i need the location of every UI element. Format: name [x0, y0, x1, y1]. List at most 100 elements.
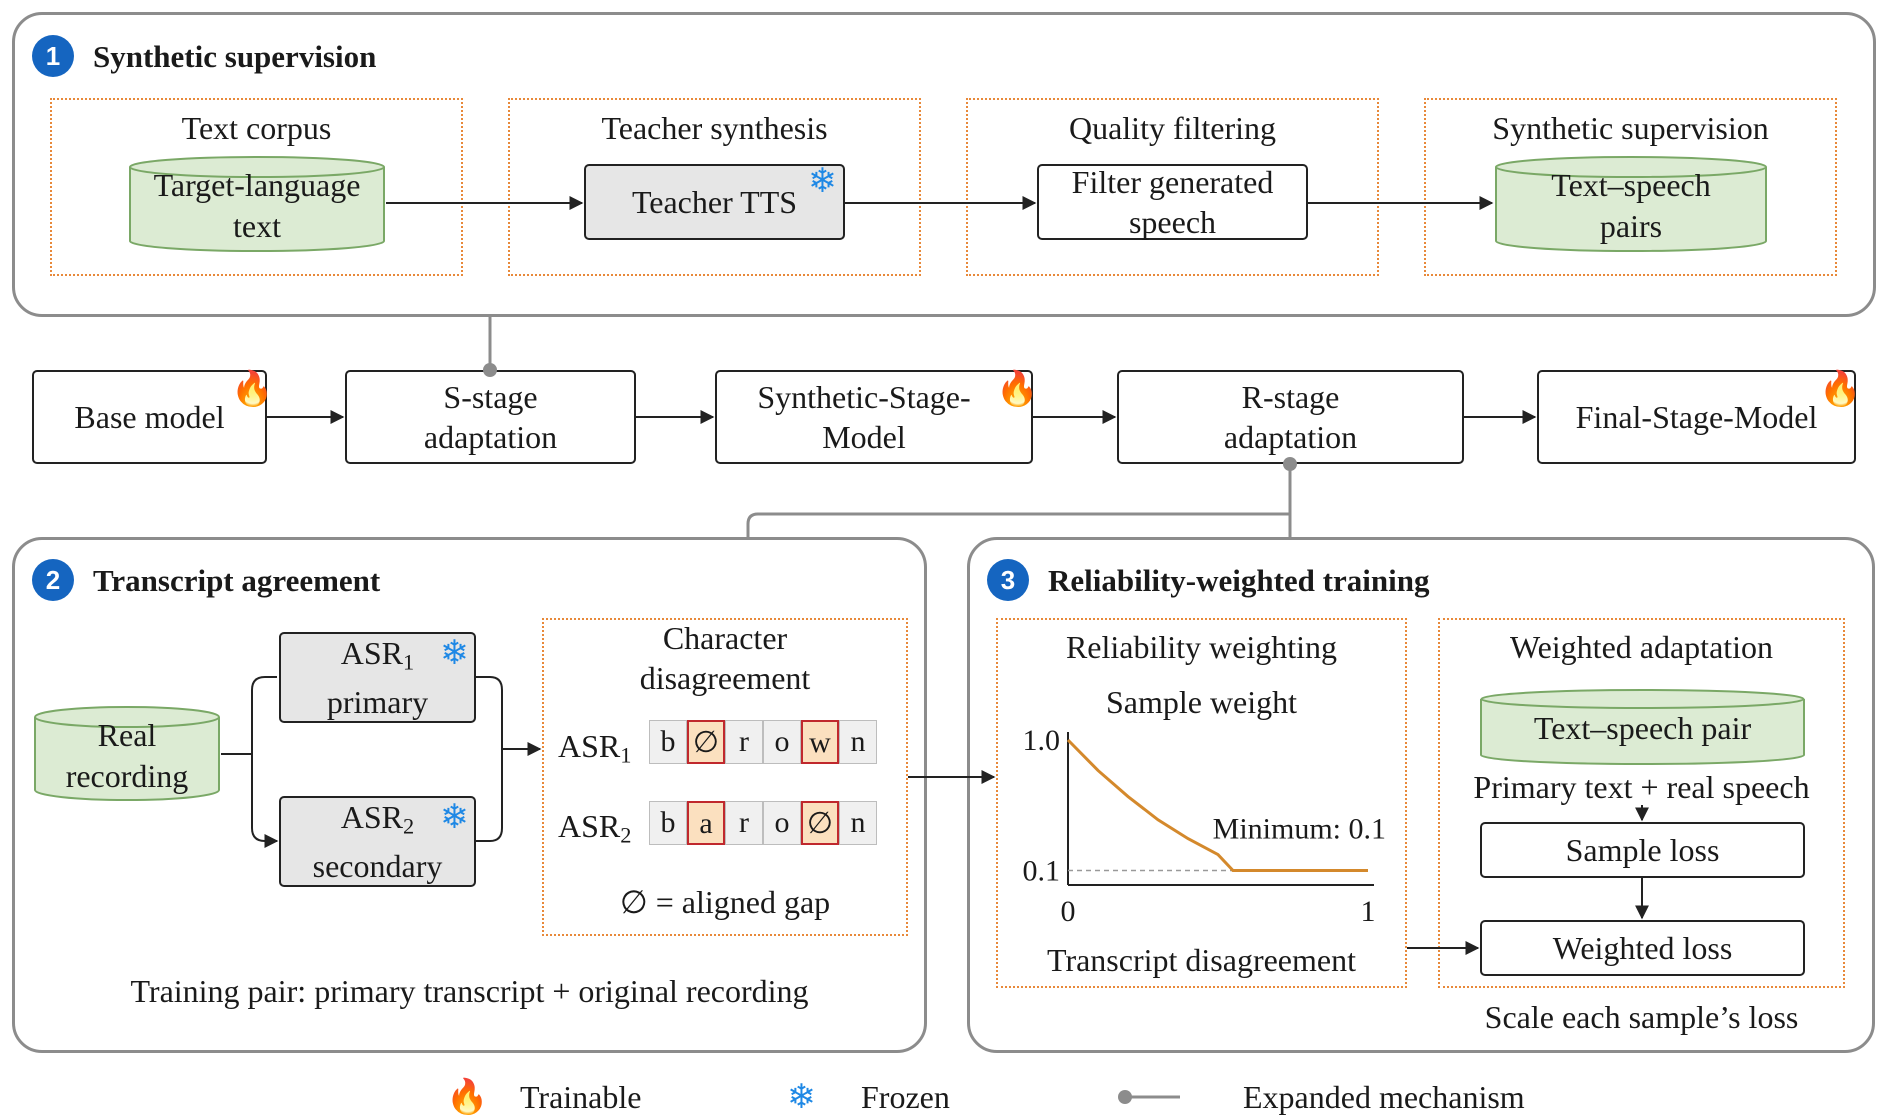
x-tick-label: 1	[1361, 895, 1376, 925]
s-stage-line1: S-stage	[443, 379, 538, 415]
text-speech-pair-cylinder: Text–speech pair	[1479, 688, 1806, 766]
final-stage-model-box: Final-Stage-Model	[1537, 370, 1856, 464]
r-stage-adaptation-box: R-stage adaptation	[1117, 370, 1464, 464]
subpanel-text-corpus	[50, 98, 463, 276]
expand-dot-r-stage	[1283, 457, 1297, 471]
synthetic-model-line2: Model	[822, 419, 906, 455]
synthetic-model-line1: Synthetic-Stage-	[757, 379, 971, 415]
text-speech-pair-label: Text–speech pair	[1533, 710, 1752, 746]
real-recording-cylinder: Real recording	[33, 705, 221, 802]
filter-generated-speech-box: Filter generated speech	[1037, 164, 1308, 240]
fire-icon: 🔥	[1819, 369, 1862, 409]
panel-2-title: Transcript agreement	[93, 563, 381, 598]
subpanel-character-disagreement	[542, 618, 908, 936]
asr2-char-cell: ∅	[801, 801, 839, 845]
asr1-merge	[476, 676, 503, 842]
text-speech-pairs-cylinder: Text–speech pairs	[1494, 155, 1768, 253]
teacher-tts-box: Teacher TTS	[584, 164, 845, 240]
r-stage-line1: R-stage	[1241, 379, 1340, 415]
asr2-label: ASR2	[340, 798, 415, 839]
sample-loss-box: Sample loss	[1480, 822, 1805, 878]
asr1-char-cell: b	[649, 720, 687, 764]
target-language-line2: text	[233, 208, 281, 244]
transcript-disagreement-xlabel: Transcript disagreement	[1047, 942, 1356, 978]
asr1-role: primary	[326, 684, 429, 721]
sample-weight-chart: 1.0 0.10 1 Minimum: 0.1	[1023, 724, 1387, 925]
synthetic-supervision-heading: Synthetic supervision	[1492, 110, 1769, 146]
filter-line2: speech	[1128, 204, 1217, 240]
synthetic-stage-model-box: Synthetic-Stage- Model	[715, 370, 1033, 464]
snowflake-icon: ❄	[787, 1077, 816, 1117]
fire-icon: 🔥	[231, 369, 274, 409]
r-stage-line2: adaptation	[1223, 419, 1358, 455]
row1-label: ASR1	[558, 728, 632, 768]
primary-text-real-speech: Primary text + real speech	[1473, 769, 1810, 805]
snowflake-icon: ❄	[440, 797, 469, 837]
subpanel-reliability-weighting	[996, 618, 1407, 988]
real-recording-line1: Real	[97, 717, 157, 753]
s-stage-line2: adaptation	[423, 419, 558, 455]
real-recording-line2: recording	[65, 758, 189, 794]
legend-expanded-icon	[1118, 1090, 1180, 1104]
asr1-char-cell: o	[763, 720, 801, 764]
base-model-box: Base model	[32, 370, 267, 464]
char-disagreement-heading-line1: Character	[662, 620, 788, 656]
target-language-line1: Target-language	[153, 167, 361, 203]
asr1-char-cell: r	[725, 720, 763, 764]
step-number-1: 1	[32, 35, 74, 77]
weight-curve	[1066, 738, 1368, 872]
asr1-char-cell: ∅	[687, 720, 725, 764]
fire-icon: 🔥	[996, 369, 1039, 409]
step-number-3: 3	[987, 559, 1029, 601]
legend-trainable: Trainable	[520, 1079, 642, 1115]
asr2-char-cell: n	[839, 801, 877, 845]
legend-expanded: Expanded mechanism	[1243, 1079, 1525, 1115]
y-tick-label: 0.1	[1023, 855, 1061, 888]
minimum-annotation: Minimum: 0.1	[1213, 813, 1386, 846]
teacher-synthesis-heading: Teacher synthesis	[601, 110, 828, 146]
subpanel-teacher-synthesis	[508, 98, 921, 276]
asr1-char-cell: w	[801, 720, 839, 764]
legend-frozen: Frozen	[861, 1079, 950, 1115]
asr2-secondary-box: ASR2 secondary	[279, 796, 476, 887]
weighted-loss-box: Weighted loss	[1480, 920, 1805, 976]
y-tick-label: 1.0	[1023, 724, 1061, 757]
sample-weight-title: Sample weight	[1105, 684, 1298, 720]
subpanel-synthetic-supervision	[1424, 98, 1837, 276]
asr1-primary-box: ASR1 primary	[279, 632, 476, 723]
x-tick-label: 0	[1061, 895, 1076, 925]
target-language-text-cylinder: Target-language text	[128, 155, 386, 253]
text-speech-line2: pairs	[1599, 208, 1663, 244]
arrow-recording-split	[221, 676, 277, 841]
row2-label: ASR2	[558, 808, 632, 848]
char-disagreement-heading-line2: disagreement	[639, 660, 811, 696]
panel-3-title: Reliability-weighted training	[1048, 563, 1430, 598]
panel-1-title: Synthetic supervision	[93, 39, 377, 74]
expand-line-panel2-3	[746, 464, 1292, 537]
subpanel-quality-filtering	[966, 98, 1379, 276]
aligned-gap-note: ∅ = aligned gap	[619, 884, 831, 920]
s-stage-adaptation-box: S-stage adaptation	[345, 370, 636, 464]
training-pair-note: Training pair: primary transcript + orig…	[130, 973, 809, 1009]
reliability-weighting-heading: Reliability weighting	[1065, 629, 1338, 665]
scale-loss-note: Scale each sample’s loss	[1484, 999, 1799, 1035]
snowflake-icon: ❄	[808, 161, 837, 201]
quality-filtering-heading: Quality filtering	[1068, 110, 1277, 146]
step-number-2: 2	[32, 559, 74, 601]
expand-dot-s-stage	[483, 363, 497, 377]
weighted-adaptation-heading: Weighted adaptation	[1509, 629, 1774, 665]
subpanel-weighted-adaptation	[1438, 618, 1845, 988]
filter-line1: Filter generated	[1071, 164, 1274, 200]
text-speech-line1: Text–speech	[1551, 167, 1711, 203]
asr2-char-cell: b	[649, 801, 687, 845]
asr2-char-cell: r	[725, 801, 763, 845]
asr2-role: secondary	[312, 848, 443, 885]
asr1-label: ASR1	[340, 634, 415, 675]
snowflake-icon: ❄	[440, 633, 469, 673]
asr2-char-cell: o	[763, 801, 801, 845]
asr1-char-cell: n	[839, 720, 877, 764]
asr2-char-cell: a	[687, 801, 725, 845]
text-corpus-heading: Text corpus	[181, 110, 332, 146]
fire-icon: 🔥	[446, 1077, 489, 1117]
